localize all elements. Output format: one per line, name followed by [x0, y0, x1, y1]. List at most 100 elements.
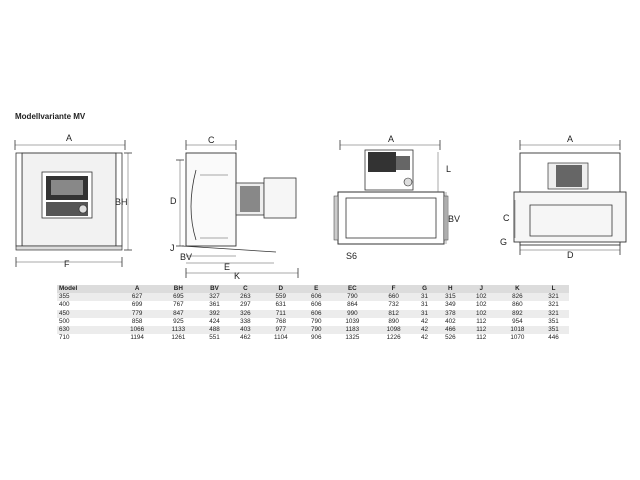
diagram-title: Modellvariante MV	[15, 112, 86, 121]
table-cell: 779	[116, 309, 158, 318]
table-cell: 424	[198, 317, 230, 326]
table-cell: 321	[538, 301, 569, 310]
table-cell: 732	[372, 301, 415, 310]
table-cell: 500	[57, 317, 117, 326]
table-cell: 42	[414, 334, 435, 343]
table-cell: 327	[198, 293, 230, 302]
table-cell: 790	[331, 293, 373, 302]
table-cell: 858	[116, 317, 158, 326]
table-cell: 551	[198, 334, 230, 343]
table-header-cell: D	[260, 285, 301, 294]
table-cell: 526	[434, 334, 466, 343]
dim-label-k: K	[234, 271, 240, 281]
table-cell: 297	[229, 301, 261, 310]
table-cell: 450	[57, 309, 117, 318]
table-cell: 321	[538, 309, 569, 318]
table-cell: 361	[198, 301, 230, 310]
table-cell: 1133	[157, 325, 199, 335]
view-front: A BH F	[14, 133, 132, 269]
dim-label-d: D	[170, 196, 177, 206]
table-cell: 699	[116, 301, 158, 310]
table-header-cell: H	[434, 285, 466, 294]
table-cell: 790	[300, 317, 332, 326]
dim-label-bh: BH	[115, 197, 128, 207]
table-cell: 378	[434, 309, 466, 318]
view-side: C D J BV E K	[170, 135, 299, 281]
table-cell: 349	[434, 301, 466, 310]
table-cell: 466	[434, 325, 466, 335]
table-cell: 263	[229, 293, 261, 302]
table-cell: 1039	[331, 317, 373, 326]
table-cell: 767	[157, 301, 199, 310]
table-cell: 315	[434, 293, 466, 302]
table-cell: 1226	[372, 334, 415, 343]
table-cell: 102	[465, 301, 497, 310]
table-header-cell: K	[496, 285, 538, 294]
dim-label-j: J	[170, 243, 175, 253]
table-cell: 892	[496, 309, 538, 318]
dim-label-f: F	[64, 259, 70, 269]
table-cell: 559	[260, 293, 301, 302]
table-cell: 42	[414, 325, 435, 335]
table-header-cell: L	[538, 285, 569, 294]
table-cell: 860	[496, 301, 538, 310]
table-cell: 864	[331, 301, 373, 310]
table-cell: 403	[229, 325, 261, 335]
table-cell: 630	[57, 325, 117, 335]
table-cell: 351	[538, 317, 569, 326]
table-header-cell: E	[300, 285, 332, 294]
table-cell: 1018	[496, 325, 538, 335]
table-cell: 400	[57, 301, 117, 310]
table-cell: 355	[57, 293, 117, 302]
table-cell: 606	[300, 293, 332, 302]
table-cell: 31	[414, 309, 435, 318]
table-cell: 326	[229, 309, 261, 318]
table-header-cell: Model	[57, 285, 117, 294]
table-cell: 627	[116, 293, 158, 302]
table-cell: 102	[465, 293, 497, 302]
table-cell: 906	[300, 334, 332, 343]
table-cell: 660	[372, 293, 415, 302]
table-cell: 1325	[331, 334, 373, 343]
table-header-cell: BH	[157, 285, 199, 294]
table-cell: 402	[434, 317, 466, 326]
table-cell: 1194	[116, 334, 158, 343]
table-header-cell: C	[229, 285, 261, 294]
dim-label-e: E	[224, 262, 230, 272]
table-cell: 462	[229, 334, 261, 343]
dim-label-g: G	[500, 237, 507, 247]
dim-label-bv: BV	[180, 252, 192, 262]
table-cell: 338	[229, 317, 261, 326]
table-cell: 1098	[372, 325, 415, 335]
table-cell: 1261	[157, 334, 199, 343]
table-cell: 446	[538, 334, 569, 343]
table-header-cell: F	[372, 285, 415, 294]
table-header-cell: J	[465, 285, 497, 294]
table-cell: 890	[372, 317, 415, 326]
table-cell: 790	[300, 325, 332, 335]
table-cell: 606	[300, 301, 332, 310]
table-cell: 826	[496, 293, 538, 302]
table-cell: 847	[157, 309, 199, 318]
table-cell: 1066	[116, 325, 158, 335]
table-header-cell: G	[414, 285, 435, 294]
table-cell: 102	[465, 309, 497, 318]
table-cell: 112	[465, 317, 497, 326]
table-cell: 631	[260, 301, 301, 310]
table-cell: 990	[331, 309, 373, 318]
technical-drawings: A BH F C D J BV E	[14, 133, 627, 281]
dim-label-s6: S6	[346, 251, 357, 261]
table-cell: 488	[198, 325, 230, 335]
table-cell: 710	[57, 334, 117, 343]
table-cell: 606	[300, 309, 332, 318]
table-cell: 925	[157, 317, 199, 326]
table-cell: 695	[157, 293, 199, 302]
view-top: A C G D	[500, 134, 627, 260]
